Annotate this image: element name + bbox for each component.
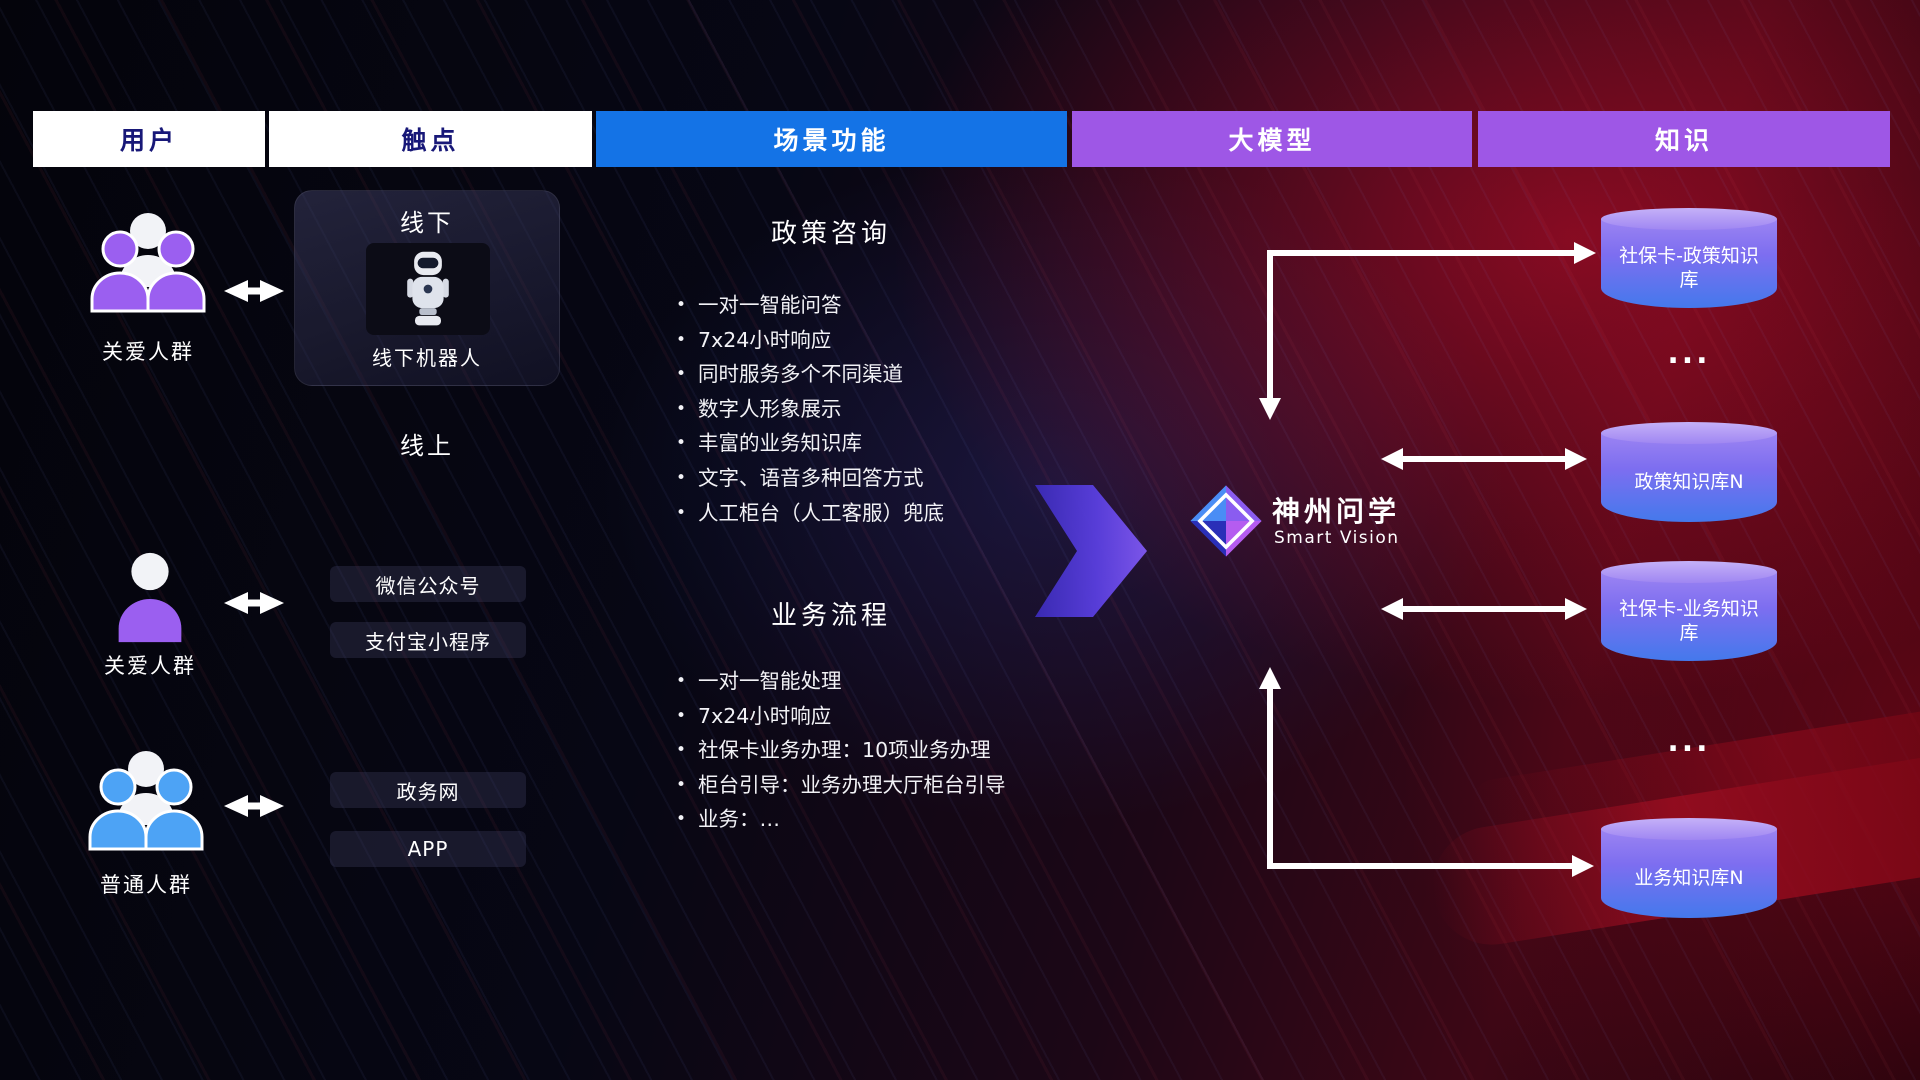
policy-section-title: 政策咨询 <box>770 219 891 249</box>
channel-gov-web: 政务网 <box>330 772 526 808</box>
model-name: 神州问学 <box>1272 495 1401 528</box>
knowledge-base-label: 社保卡-业务知识库 <box>1601 572 1777 661</box>
robot-image <box>366 243 490 335</box>
knowledge-base-cylinder: 政策知识库N <box>1601 422 1777 522</box>
cylinder-top <box>1601 208 1777 230</box>
knowledge-base-label: 社保卡-政策知识库 <box>1601 219 1777 308</box>
user-group-label: 普通人群 <box>100 873 192 897</box>
column-header-knowledge: 知识 <box>1478 111 1890 167</box>
user-group-label: 关爱人群 <box>104 654 196 678</box>
policy-feature-item: 7x24小时响应 <box>676 324 944 359</box>
business-feature-item: 社保卡业务办理：10项业务办理 <box>676 734 1006 769</box>
business-section-title: 业务流程 <box>770 601 891 631</box>
column-header-scenarios: 场景功能 <box>596 111 1067 167</box>
business-feature-item: 7x24小时响应 <box>676 700 1006 735</box>
policy-feature-item: 文字、语音多种回答方式 <box>676 462 944 497</box>
cylinder-top <box>1601 818 1777 840</box>
business-feature-list: 一对一智能处理 7x24小时响应 社保卡业务办理：10项业务办理 柜台引导：业务… <box>676 665 1006 838</box>
robot-icon <box>407 251 449 326</box>
business-feature-item: 柜台引导：业务办理大厅柜台引导 <box>676 769 1006 804</box>
knowledge-base-cylinder: 业务知识库N <box>1601 818 1777 918</box>
policy-feature-item: 同时服务多个不同渠道 <box>676 358 944 393</box>
offline-robot-label: 线下机器人 <box>372 346 482 370</box>
policy-feature-item: 丰富的业务知识库 <box>676 427 944 462</box>
business-feature-item: 一对一智能处理 <box>676 665 1006 700</box>
channel-app: APP <box>330 831 526 867</box>
flow-arrow-icon <box>1035 485 1147 617</box>
user-group-label: 关爱人群 <box>102 340 194 364</box>
knowledge-base-cylinder: 社保卡-政策知识库 <box>1601 208 1777 308</box>
knowledge-base-label: 业务知识库N <box>1601 829 1777 918</box>
policy-feature-item: 数字人形象展示 <box>676 393 944 428</box>
offline-touchpoint-card: 线下 线下机器人 <box>294 190 560 386</box>
offline-title: 线下 <box>400 209 454 237</box>
person-purple-icon <box>118 552 182 643</box>
channel-alipay-miniprogram: 支付宝小程序 <box>330 622 526 658</box>
column-header-model: 大模型 <box>1072 111 1472 167</box>
online-title: 线上 <box>400 432 454 460</box>
knowledge-base-cylinder: 社保卡-业务知识库 <box>1601 561 1777 661</box>
people-group-purple-icon <box>90 213 206 313</box>
cylinder-top <box>1601 561 1777 583</box>
column-header-users: 用户 <box>33 111 265 167</box>
people-group-blue-icon <box>88 751 204 851</box>
cylinder-top <box>1601 422 1777 444</box>
policy-feature-item: 人工柜台（人工客服）兜底 <box>676 497 944 532</box>
column-header-touchpoints: 触点 <box>269 111 592 167</box>
smart-vision-logo-icon <box>1190 485 1262 557</box>
policy-feature-item: 一对一智能问答 <box>676 289 944 324</box>
policy-feature-list: 一对一智能问答 7x24小时响应 同时服务多个不同渠道 数字人形象展示 丰富的业… <box>676 289 944 531</box>
business-feature-item: 业务：… <box>676 803 1006 838</box>
model-subtitle: Smart Vision <box>1274 528 1400 548</box>
ellipsis-dots: ... <box>1667 336 1711 371</box>
knowledge-base-label: 政策知识库N <box>1601 433 1777 522</box>
ellipsis-dots: ... <box>1667 724 1711 759</box>
channel-wechat: 微信公众号 <box>330 566 526 602</box>
